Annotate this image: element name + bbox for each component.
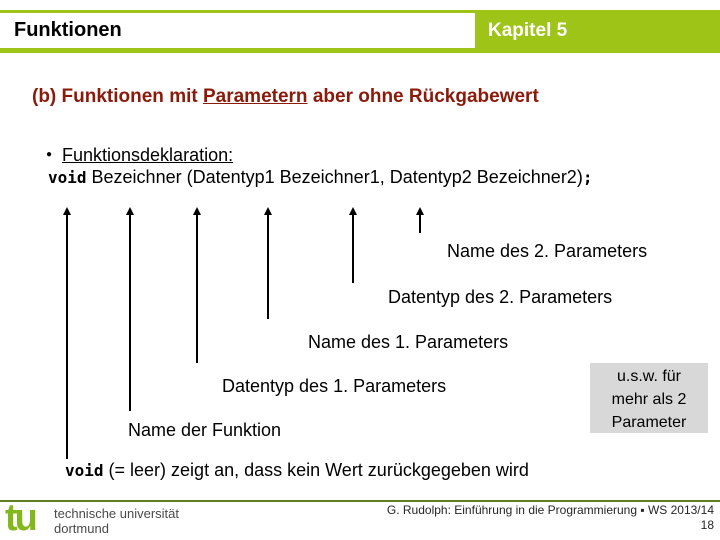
page-number: 18 (700, 518, 714, 532)
arrow-to-type-param1 (193, 207, 201, 363)
arrow-stem (419, 214, 421, 233)
arrow-stem (267, 214, 269, 319)
declaration-title: Funktionsdeklaration: (62, 145, 234, 165)
heading-underlined-word: Parametern (202, 86, 308, 107)
footer-divider (0, 500, 720, 502)
arrow-to-void (63, 207, 71, 459)
annotation-type-param2: Datentyp des 2. Parameters (388, 287, 613, 307)
footnote: void (= leer) zeigt an, dass kein Wert z… (65, 460, 529, 481)
page-title: Funktionen (14, 19, 122, 41)
note-box: u.s.w. für mehr als 2 Parameter (590, 363, 708, 433)
arrow-head-icon (349, 207, 357, 215)
chapter-badge: Kapitel 5 (475, 13, 720, 53)
annotation-name-param2: Name des 2. Parameters (447, 241, 648, 261)
arrow-stem (352, 214, 354, 283)
arrow-to-name-param2 (416, 207, 424, 233)
arrow-to-name-param1 (264, 207, 272, 319)
arrow-head-icon (416, 207, 424, 215)
arrow-head-icon (193, 207, 201, 215)
arrow-to-function-name (126, 207, 134, 411)
university-name-line1: technische universität (54, 506, 180, 521)
footnote-keyword-void: void (65, 461, 104, 480)
arrow-head-icon (126, 207, 134, 215)
annotation-name-param1: Name des 1. Parameters (308, 332, 509, 352)
arrow-head-icon (63, 207, 71, 215)
note-line-1: u.s.w. für (616, 368, 682, 385)
header-bottom-rule (0, 48, 720, 53)
section-heading: (b) Funktionen mit Parametern aber ohne … (32, 86, 539, 108)
code-keyword-void: void (48, 168, 87, 187)
footnote-text: (= leer) zeigt an, dass kein Wert zurück… (103, 460, 529, 480)
note-line-2: mehr als 2 (611, 391, 687, 408)
university-name-line2: dortmund (54, 521, 109, 536)
note-line-3: Parameter (611, 414, 687, 431)
arrow-stem (196, 214, 198, 363)
chapter-label: Kapitel 5 (488, 20, 568, 41)
code-body: Bezeichner (Datentyp1 Bezeichner1, Daten… (86, 167, 583, 187)
arrow-stem (129, 214, 131, 411)
annotation-type-param1: Datentyp des 1. Parameters (222, 376, 447, 396)
tu-dortmund-logo: tu (5, 497, 38, 539)
heading-pre: (b) Funktionen mit (32, 86, 203, 107)
heading-post: aber ohne Rückgabewert (307, 86, 539, 107)
code-semicolon: ; (582, 168, 593, 187)
arrow-to-type-param2 (349, 207, 357, 283)
arrow-stem (66, 214, 68, 459)
code-line: void Bezeichner (Datentyp1 Bezeichner1, … (48, 167, 592, 188)
university-name: technische universität dortmund (54, 506, 179, 536)
annotation-function-name: Name der Funktion (128, 420, 282, 440)
header-top-rule (0, 10, 720, 13)
arrow-head-icon (264, 207, 272, 215)
bullet-icon: ● (46, 149, 53, 160)
credit-line: G. Rudolph: Einführung in die Programmie… (386, 503, 714, 517)
